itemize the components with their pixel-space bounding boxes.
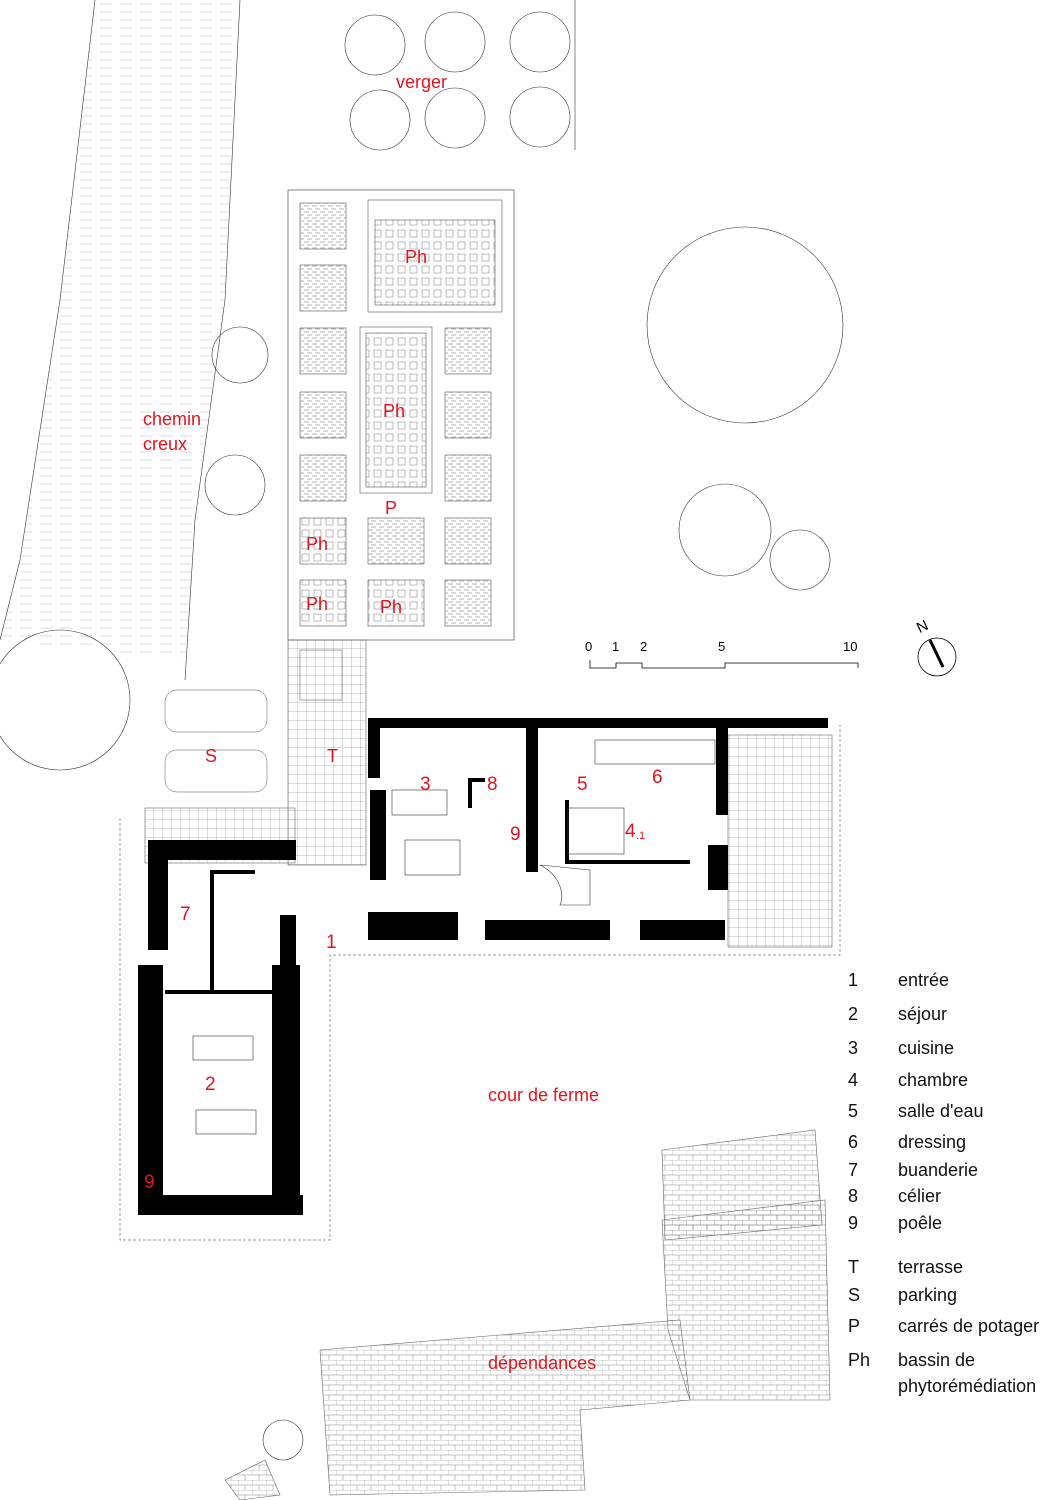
- parking-cars: [164, 689, 268, 793]
- room-5: 5: [577, 774, 588, 795]
- legend-key: S: [848, 1285, 861, 1305]
- legend-value: carrés de potager: [898, 1316, 1040, 1336]
- legend-key: 7: [848, 1160, 859, 1180]
- room-8: 8: [487, 774, 498, 795]
- scale-bar: 0 1 2 5 10: [585, 639, 859, 669]
- site-outline: [119, 725, 841, 1241]
- label-dependances: dépendances: [488, 1353, 596, 1373]
- dependances-roofs: [224, 1129, 831, 1500]
- legend-value: cuisine: [898, 1038, 955, 1058]
- label-s: S: [205, 746, 217, 766]
- legend-value: entrée: [898, 970, 950, 990]
- scale-tick-2: 2: [640, 639, 647, 654]
- legend-value: phytorémédiation: [898, 1376, 1037, 1396]
- room-9-north: 9: [510, 824, 521, 845]
- room-6: 6: [652, 767, 663, 788]
- north-arrow: N: [914, 617, 957, 677]
- room-7: 7: [180, 904, 191, 925]
- scale-tick-0: 0: [585, 639, 592, 654]
- orchard-trees: [344, 0, 576, 151]
- furniture: [192, 739, 716, 1135]
- label-t: T: [327, 746, 338, 766]
- legend-value: poêle: [898, 1213, 943, 1233]
- legend-value: salle d'eau: [898, 1101, 984, 1121]
- room-4: 4: [625, 821, 636, 842]
- room-4-sub: .1: [636, 830, 645, 842]
- label-cour: cour de ferme: [488, 1085, 599, 1105]
- label-p: P: [385, 498, 397, 518]
- legend-value: terrasse: [898, 1257, 964, 1277]
- room-2: 2: [205, 1074, 216, 1095]
- legend-value: chambre: [898, 1070, 969, 1090]
- legend-key: 3: [848, 1038, 859, 1058]
- label-chemin-2: creux: [143, 434, 187, 454]
- scale-tick-5: 5: [718, 639, 725, 654]
- label-ph-small-2: Ph: [306, 594, 328, 614]
- legend-value: dressing: [898, 1132, 967, 1152]
- legend-key: 2: [848, 1004, 859, 1024]
- room-9-west: 9: [144, 1172, 155, 1193]
- large-trees: [0, 226, 844, 1461]
- legend-key: P: [848, 1316, 861, 1336]
- house-walls: [138, 718, 828, 1215]
- room-3: 3: [420, 774, 431, 795]
- legend-key: 1: [848, 970, 859, 990]
- label-chemin-1: chemin: [143, 409, 201, 429]
- legend-value: parking: [898, 1285, 958, 1305]
- label-ph-small-3: Ph: [380, 597, 402, 617]
- label-ph-center: Ph: [383, 401, 405, 421]
- legend-key: 9: [848, 1213, 859, 1233]
- label-ph-top: Ph: [405, 247, 427, 267]
- legend-key: 5: [848, 1101, 859, 1121]
- label-ph-small-1: Ph: [306, 534, 328, 554]
- legend-key: Ph: [848, 1350, 871, 1370]
- legend-key: 4: [848, 1070, 859, 1090]
- north-label: N: [914, 617, 931, 637]
- legend-key: 6: [848, 1132, 859, 1152]
- scale-tick-10: 10: [843, 639, 857, 654]
- room-1: 1: [326, 932, 337, 953]
- label-verger: verger: [396, 72, 447, 92]
- chemin-creux-road: [0, 0, 241, 681]
- legend-value: bassin de: [898, 1350, 976, 1370]
- scale-tick-1: 1: [612, 639, 619, 654]
- legend-key: 8: [848, 1186, 859, 1206]
- legend-value: célier: [898, 1186, 942, 1206]
- legend-key: T: [848, 1257, 859, 1277]
- legend-value: buanderie: [898, 1160, 979, 1180]
- legend-value: séjour: [898, 1004, 948, 1024]
- potager-enclosure: [287, 189, 515, 641]
